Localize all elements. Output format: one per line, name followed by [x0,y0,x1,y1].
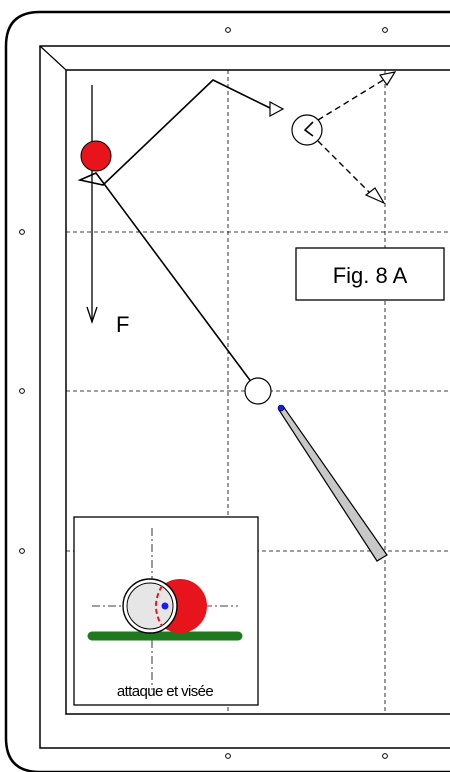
cue-ball-path [77,79,271,392]
aim-contact-arc [155,585,163,627]
diamond-top-2 [382,27,388,33]
inset-caption: attaque et visée [117,683,214,700]
diamond-top-1 [225,27,231,33]
angle-mark [303,121,314,137]
diamond-bottom-2 [382,753,388,759]
aim-inset: attaque et visée [73,516,259,706]
cue-ball [244,377,272,405]
table-outer-rail [4,10,450,772]
force-label: F [116,312,129,337]
diamond-bottom-1 [225,753,231,759]
rail-diamonds [19,27,388,759]
diamond-left-3 [19,548,25,554]
deflection-line-down [317,140,373,196]
figure-label: Fig. 8 A [333,263,408,288]
object-ball [80,140,112,172]
force-arrow-head [86,306,98,325]
path-arrowhead [269,100,285,118]
aim-ball-inner [126,582,174,630]
strike-point [161,602,169,610]
deflection-arrow-down [364,187,386,205]
cue-stick [278,405,388,562]
diamond-left-2 [19,388,25,394]
deflection-line-up [317,78,386,121]
deflection-ball [291,114,323,146]
figure-label-box [295,247,445,301]
diamond-left-1 [19,229,25,235]
corner-bevel [39,45,67,71]
deflection-arrow-up [378,71,397,87]
table-middle-rail [39,45,450,749]
cue-tip [277,404,285,412]
table-inner-cushion [65,69,450,715]
deflection-diagram [291,71,397,205]
